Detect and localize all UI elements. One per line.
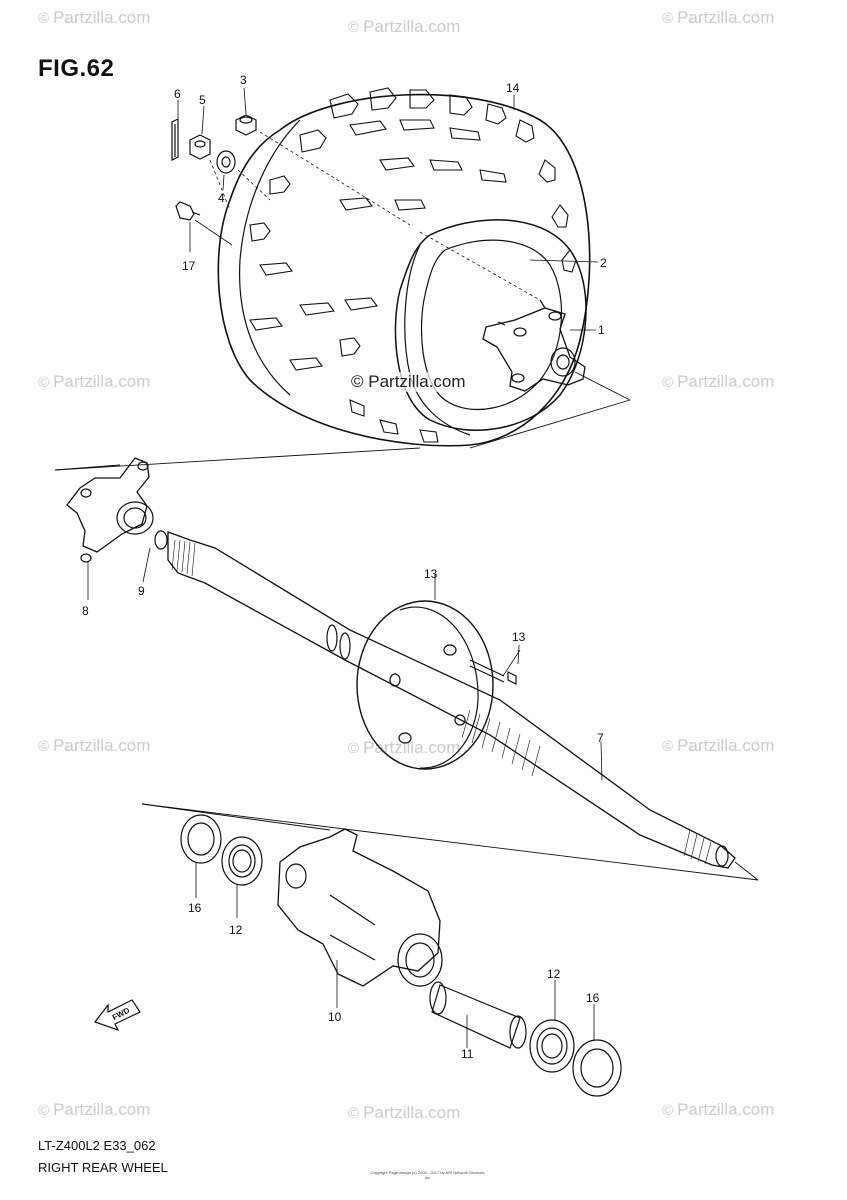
oil-seal — [154, 530, 168, 550]
figure-name: RIGHT REAR WHEEL — [38, 1160, 168, 1175]
watermark: ©Partzilla.com — [348, 738, 461, 757]
callout-7: 7 — [597, 731, 604, 745]
washer — [216, 150, 236, 174]
model-code: LT-Z400L2 E33_062 — [38, 1138, 156, 1153]
svg-text:FWD: FWD — [111, 1006, 132, 1023]
callout-10: 10 — [328, 1010, 342, 1024]
brake-disc — [356, 600, 494, 770]
callout-1: 1 — [598, 323, 605, 337]
watermark: ©Partzilla.com — [38, 736, 151, 755]
callout-9: 9 — [138, 584, 145, 598]
watermark: ©Partzilla.com — [348, 17, 461, 36]
disc-bolt — [469, 659, 517, 685]
callout-12-left: 12 — [229, 923, 243, 937]
callout-3: 3 — [240, 73, 247, 87]
hub — [482, 299, 586, 392]
oil-seal-left — [180, 814, 222, 864]
watermark: ©Partzilla.com — [662, 8, 775, 27]
callout-15: 13 — [512, 630, 526, 644]
wheel-rim — [394, 219, 587, 431]
watermark: ©Partzilla.com — [662, 372, 775, 391]
callout-13-left: 16 — [188, 901, 202, 915]
callout-16: 14 — [506, 81, 520, 95]
cap-nut — [235, 114, 257, 136]
figure-title: FIG.62 — [38, 55, 115, 82]
callout-14: 13 — [424, 567, 438, 581]
callout-5: 5 — [199, 93, 206, 107]
callout-4: 4 — [218, 191, 225, 205]
axle-housing — [277, 828, 443, 987]
spacer — [429, 981, 527, 1049]
watermark: ©Partzilla.com — [38, 372, 151, 391]
bearing-right — [529, 1019, 575, 1073]
hub-flange — [66, 457, 154, 563]
callout-17: 17 — [182, 259, 196, 273]
fwd-arrow: FWD — [94, 999, 141, 1032]
watermark: ©Partzilla.com — [662, 736, 775, 755]
callout-13-right: 16 — [586, 991, 600, 1005]
watermark: ©Partzilla.com — [348, 1103, 461, 1122]
valve — [175, 201, 201, 221]
axle — [167, 531, 736, 869]
tire — [217, 87, 591, 447]
brand-watermark: © Partzilla.com — [349, 372, 468, 392]
bearing-left — [221, 836, 263, 886]
cotter-pin — [171, 118, 179, 161]
oil-seal-right — [572, 1039, 622, 1097]
watermark: ©Partzilla.com — [38, 8, 151, 27]
watermark: ©Partzilla.com — [662, 1100, 775, 1119]
callout-6: 6 — [174, 87, 181, 101]
watermark: ©Partzilla.com — [38, 1100, 151, 1119]
callout-8: 8 — [82, 604, 89, 618]
castle-nut — [189, 134, 211, 160]
callouts: 6 5 3 14 4 17 2 1 13 13 9 8 7 16 12 10 1… — [82, 73, 607, 1061]
copyright-text: Copyright Page design (c) 2004 - 2017 by… — [370, 1170, 486, 1180]
callout-11: 11 — [461, 1047, 474, 1061]
callout-12-right: 12 — [547, 967, 561, 981]
callout-2: 2 — [600, 256, 607, 270]
